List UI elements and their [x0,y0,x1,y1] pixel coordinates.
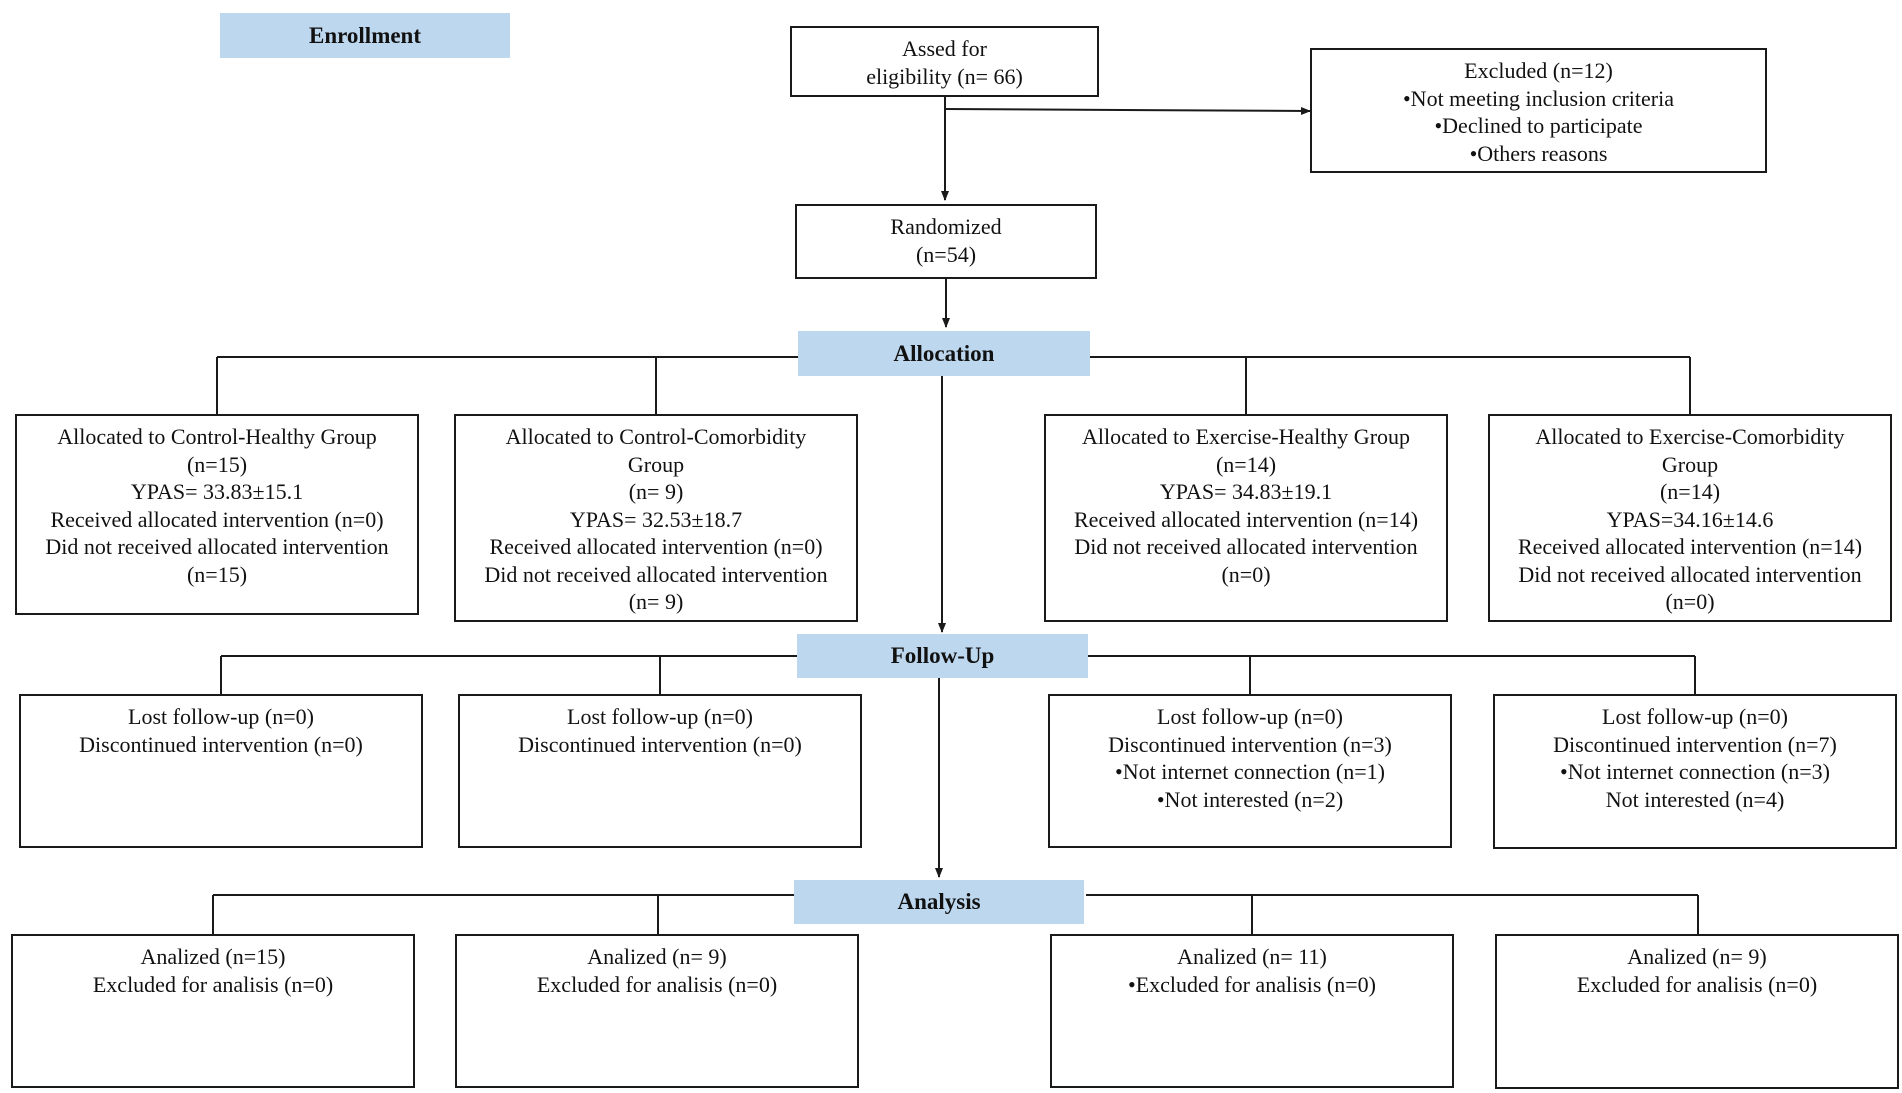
box-text-line: Excluded for analisis (n=0) [92,971,334,997]
box-text-line: •Excluded for analisis (n=0) [1128,971,1376,997]
box-text-line: Lost follow-up (n=0) [1157,704,1343,729]
box-text-line: (n=15) [186,451,248,477]
box-text-line: Discontinued intervention (n=3) [1108,731,1392,757]
box-text-line: Assed for [902,36,987,61]
box-text-line: Excluded (n=12) [1464,58,1613,83]
box-text-line: (n= 9) [628,589,684,614]
box-text-line: Received allocated intervention (n=0) [50,506,384,532]
box-text-line: (n=14) [1215,451,1277,477]
box-text-line: Lost follow-up (n=0) [567,704,753,729]
box-text-line: Not interested (n=4) [1605,786,1785,812]
box-text-line: Analized (n= 9) [587,944,727,969]
box-text-line: Did not received allocated intervention [484,561,828,587]
box-text-line: YPAS= 33.83±15.1 [130,479,304,504]
box-text-line: •Not internet connection (n=3) [1560,759,1830,784]
box-text-line: (n=0) [1665,589,1715,614]
stage-follow-up: Follow-Up [797,634,1088,678]
box-text-line: Did not received allocated intervention [45,534,389,559]
box-text-line: Discontinued intervention (n=7) [1553,731,1837,757]
allocated-exercise-healthy-box: Allocated to Exercise-Healthy Group (n=1… [1044,414,1448,622]
followup-control-healthy-box: Lost follow-up (n=0) Discontinued interv… [19,694,423,848]
box-text-line: (n=0) [1221,561,1271,587]
analysis-exercise-healthy-box: Analized (n= 11) •Excluded for analisis … [1050,934,1454,1088]
allocated-control-comorbidity-box: Allocated to Control-Comorbidity Group (… [454,414,858,622]
box-text-line: Randomized [890,214,1002,239]
box-text-line: Allocated to Control-Healthy Group [57,424,377,449]
box-text-line: (n= 9) [628,479,684,504]
stage-enrollment: Enrollment [220,13,510,58]
stage-allocation: Allocation [798,331,1090,376]
box-text-line: •Others reasons [1469,140,1608,166]
followup-control-comorbidity-box: Lost follow-up (n=0) Discontinued interv… [458,694,862,848]
box-text-line: •Not interested (n=2) [1156,786,1344,812]
box-text-line: •Not meeting inclusion criteria [1402,85,1674,111]
followup-exercise-healthy-box: Lost follow-up (n=0) Discontinued interv… [1048,694,1452,848]
box-text-line: Group [627,451,685,477]
box-text-line: Allocated to Control-Comorbidity [505,424,807,449]
box-text-line: Group [1661,451,1719,477]
analysis-exercise-comorbidity-box: Analized (n= 9) Excluded for analisis (n… [1495,934,1899,1089]
assessed-eligibility-box: Assed for eligibility (n= 66) [790,26,1099,97]
box-text-line: Did not received allocated intervention [1518,561,1862,587]
box-text-line: Excluded for analisis (n=0) [1576,971,1818,997]
analysis-control-healthy-box: Analized (n=15) Excluded for analisis (n… [11,934,415,1088]
analysis-control-comorbidity-box: Analized (n= 9) Excluded for analisis (n… [455,934,859,1088]
box-text-line: Allocated to Exercise-Healthy Group [1081,424,1411,449]
arrow-assessed-to-excluded [944,106,1311,115]
box-text-line: •Not internet connection (n=1) [1115,759,1385,784]
box-text-line: Analized (n= 9) [1627,944,1767,969]
allocated-exercise-comorbidity-box: Allocated to Exercise-Comorbidity Group … [1488,414,1892,622]
box-text-line: Received allocated intervention (n=0) [489,534,823,559]
box-text-line: eligibility (n= 66) [866,63,1023,89]
box-text-line: (n=14) [1659,479,1721,504]
box-text-line: YPAS= 34.83±19.1 [1159,479,1333,504]
excluded-box: Excluded (n=12) •Not meeting inclusion c… [1310,48,1767,173]
box-text-line: Lost follow-up (n=0) [128,704,314,729]
box-text-line: Lost follow-up (n=0) [1602,704,1788,729]
box-text-line: (n=54) [915,241,977,267]
box-text-line: Allocated to Exercise-Comorbidity [1535,424,1845,449]
box-text-line: Received allocated intervention (n=14) [1517,534,1863,559]
randomized-box: Randomized (n=54) [795,204,1097,279]
box-text-line: •Declined to participate [1434,113,1643,138]
box-text-line: Discontinued intervention (n=0) [518,731,802,757]
box-text-line: Analized (n=15) [140,944,286,969]
box-text-line: YPAS= 32.53±18.7 [569,506,743,532]
box-text-line: Received allocated intervention (n=14) [1073,506,1419,532]
followup-exercise-comorbidity-box: Lost follow-up (n=0) Discontinued interv… [1493,694,1897,849]
box-text-line: Discontinued intervention (n=0) [79,731,363,757]
box-text-line: Excluded for analisis (n=0) [536,971,778,997]
box-text-line: YPAS=34.16±14.6 [1606,506,1774,532]
box-text-line: Analized (n= 11) [1177,944,1327,969]
stage-analysis: Analysis [794,880,1084,924]
box-text-line: (n=15) [186,561,248,587]
allocated-control-healthy-box: Allocated to Control-Healthy Group (n=15… [15,414,419,615]
box-text-line: Did not received allocated intervention [1074,534,1418,559]
